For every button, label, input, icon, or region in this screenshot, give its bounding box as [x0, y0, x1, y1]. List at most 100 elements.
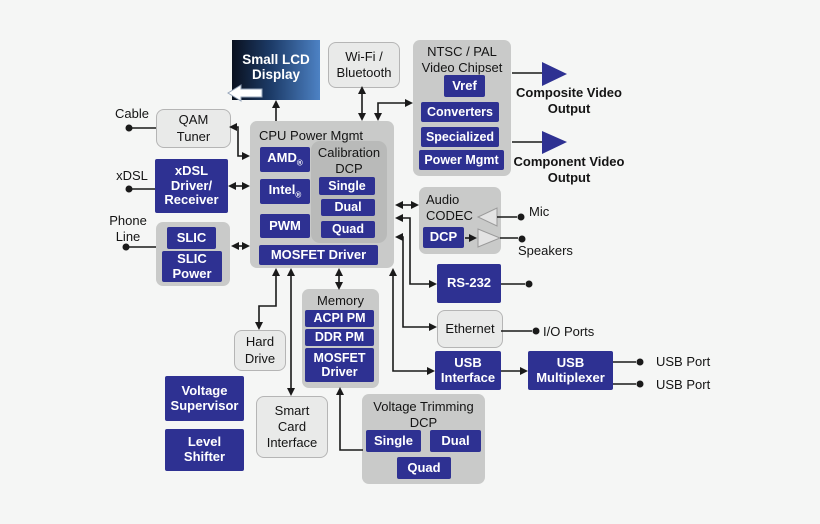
block-mem-ddr-pm: DDR PM [305, 329, 374, 346]
connector-cpu-lcd [272, 100, 280, 121]
endpoint-dot [525, 280, 533, 288]
arrowhead-icon [429, 323, 437, 331]
endpoint-dot [636, 380, 644, 388]
arrowhead-icon [242, 152, 250, 160]
block-cal-single: Single [319, 177, 375, 195]
block-vt-dual: Dual [430, 430, 481, 452]
block-rs232: RS-232 [437, 264, 501, 303]
amd-label: AMD [267, 150, 297, 166]
label-mic: Mic [529, 204, 550, 219]
connector-cpu-hard-drive [255, 268, 280, 330]
block-vref: Vref [444, 75, 485, 97]
connector-xdsl [125, 185, 155, 193]
block-hard-drive: Hard Drive [234, 330, 286, 371]
arrowhead-icon [405, 99, 413, 107]
endpoint-dot [517, 213, 525, 221]
block-cal-quad: Quad [321, 221, 375, 238]
connector-cpu-memory [335, 268, 343, 290]
arrowhead-icon [429, 280, 437, 288]
label-cable: Cable [115, 106, 149, 121]
block-usb-multiplexer: USB Multiplexer [528, 351, 613, 390]
block-level-shifter: Level Shifter [165, 429, 244, 471]
block-usb-interface: USB Interface [435, 351, 501, 390]
arrowhead-icon [242, 242, 250, 250]
audio-codec-title: Audio CODEC [426, 192, 473, 223]
connector-cpu-audio [395, 201, 419, 209]
arrowhead-icon [374, 113, 382, 121]
block-cpu-mosfet-driver: MOSFET Driver [259, 245, 378, 265]
block-slic: SLIC [167, 227, 216, 249]
arrowhead-icon [287, 388, 295, 396]
block-wifi-bluetooth: Wi-Fi / Bluetooth [328, 42, 400, 88]
connector-ethernet-out [501, 327, 540, 335]
label-io-ports: I/O Ports [543, 324, 595, 339]
calibration-title: Calibration DCP [317, 145, 381, 176]
registered-mark-icon: ® [296, 158, 303, 168]
block-ethernet: Ethernet [437, 310, 503, 348]
arrowhead-icon [411, 201, 419, 209]
connector-component-video [512, 131, 567, 154]
component-amp-icon [542, 131, 567, 154]
block-vt-single: Single [366, 430, 421, 452]
endpoint-dot [518, 235, 526, 243]
connector-composite-video [512, 62, 567, 86]
arrowhead-icon [520, 367, 528, 375]
cpu-title: CPU Power Mgmt [259, 128, 364, 143]
endpoint-dot [532, 327, 540, 335]
arrowhead-icon [255, 322, 263, 330]
connector-vt-memory [336, 387, 363, 451]
block-audio-dcp: DCP [423, 227, 464, 248]
connector-cpu-smart-card [287, 268, 295, 396]
connector-cable [125, 124, 156, 132]
label-composite-video-output: Composite Video Output [516, 85, 622, 117]
endpoint-dot [125, 185, 133, 193]
block-specialized: Specialized [421, 127, 499, 147]
arrowhead-icon [395, 214, 403, 222]
connector-cpu-video [374, 99, 413, 121]
composite-amp-icon [542, 62, 567, 86]
connector-xdsl-cpu [228, 182, 250, 190]
block-small-lcd-display: Small LCD Display [232, 40, 320, 100]
block-cal-dual: Dual [321, 199, 375, 216]
arrowhead-icon [242, 182, 250, 190]
arrowhead-icon [427, 367, 435, 375]
label-usb-port-top: USB Port [656, 354, 711, 369]
intel-label: Intel [268, 182, 296, 198]
connector-usb-port-top [613, 358, 644, 366]
block-vt-quad: Quad [397, 457, 451, 479]
arrowhead-icon [335, 268, 343, 276]
block-voltage-supervisor: Voltage Supervisor [165, 376, 244, 421]
arrowhead-icon [395, 233, 403, 241]
arrowhead-icon [389, 268, 397, 276]
block-converters: Converters [421, 102, 499, 122]
arrowhead-icon [228, 182, 236, 190]
block-smart-card-interface: Smart Card Interface [256, 396, 328, 458]
arrowhead-icon [336, 387, 344, 395]
connector-usb-mux [501, 367, 528, 375]
arrowhead-icon [358, 113, 366, 121]
block-slic-power: SLIC Power [162, 251, 222, 282]
label-usb-port-bottom: USB Port [656, 377, 711, 392]
label-speakers: Speakers [518, 243, 573, 258]
block-amd: AMD® [260, 147, 310, 172]
block-pwm: PWM [260, 214, 310, 238]
memory-title: Memory [317, 293, 364, 308]
label-phone-line: Phone Line [109, 213, 147, 245]
block-intel: Intel® [260, 179, 310, 204]
connector-qam-cpu [229, 123, 250, 160]
block-xdsl-driver-receiver: xDSL Driver/ Receiver [155, 159, 228, 213]
arrowhead-icon [272, 100, 280, 108]
connector-rs232-out [501, 280, 533, 288]
block-mem-acpi-pm: ACPI PM [305, 310, 374, 327]
connector-slic-cpu [231, 242, 250, 250]
block-mem-mosfet-driver: MOSFET Driver [305, 348, 374, 382]
arrowhead-icon [287, 268, 295, 276]
endpoint-dot [636, 358, 644, 366]
arrowhead-icon [231, 242, 239, 250]
connector-usb-port-bottom [613, 380, 644, 388]
block-qam-tuner: QAM Tuner [156, 109, 231, 148]
label-xdsl: xDSL [116, 168, 148, 183]
video-chipset-title: NTSC / PAL Video Chipset [421, 44, 503, 75]
endpoint-dot [125, 124, 133, 132]
